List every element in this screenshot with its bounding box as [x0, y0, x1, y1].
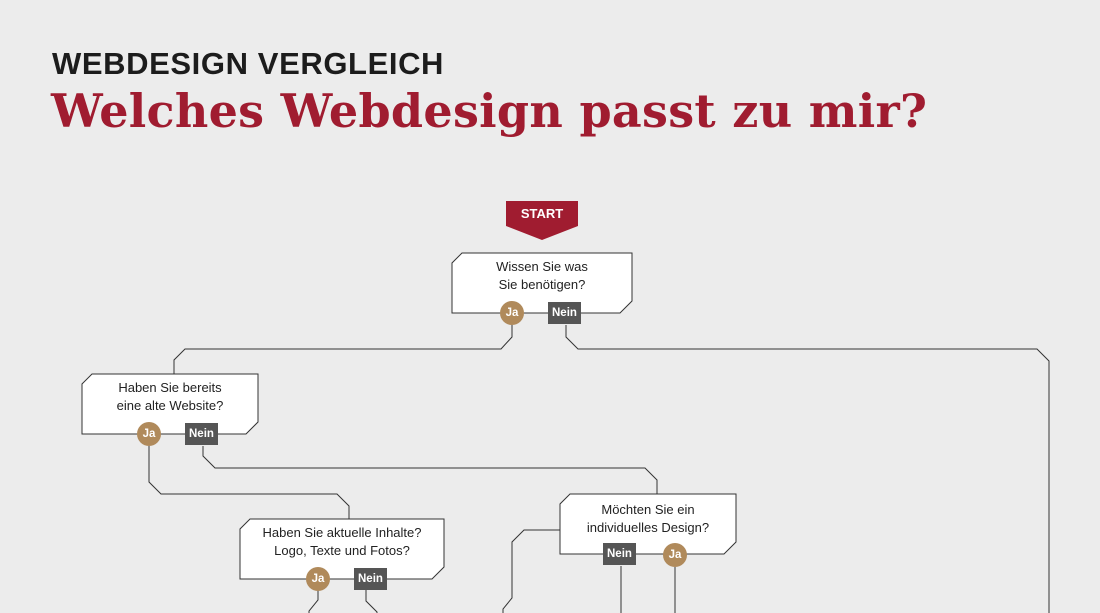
question-line: eine alte Website?: [116, 398, 224, 413]
start-banner: [506, 201, 578, 240]
nein-badge-q2: Nein: [185, 423, 218, 445]
connector-q3-nein: [365, 590, 378, 613]
question-line: Haben Sie aktuelle Inhalte?: [262, 525, 422, 540]
nein-badge-q3: Nein: [354, 568, 387, 590]
connector-q1-ja: [173, 325, 513, 374]
question-box-q2: [81, 373, 259, 435]
question-text-q3: Haben Sie aktuelle Inhalte? Logo, Texte …: [240, 524, 444, 560]
start-label: START: [520, 206, 564, 221]
question-line: Wissen Sie was: [496, 259, 588, 274]
question-line: individuelles Design?: [586, 520, 710, 535]
page-title: Welches Webdesign passt zu mir?: [51, 84, 928, 138]
question-line: Sie benötigen?: [498, 277, 586, 292]
ja-badge-q4: Ja: [663, 543, 687, 567]
question-line: Logo, Texte und Fotos?: [274, 543, 410, 558]
question-box-q4: [559, 493, 737, 555]
ja-badge-q1: Ja: [500, 301, 524, 325]
kicker-heading: WEBDESIGN VERGLEICH: [52, 46, 445, 81]
question-line: Möchten Sie ein: [601, 502, 695, 517]
question-box-q3: [239, 518, 445, 580]
question-text-q1: Wissen Sie was Sie benötigen?: [452, 258, 632, 294]
connector-q3-ja: [308, 590, 319, 613]
connector-q2-ja: [148, 446, 350, 519]
ja-badge-q3: Ja: [306, 567, 330, 591]
connector-q4-left: [502, 529, 560, 613]
question-line: Haben Sie bereits: [118, 380, 222, 395]
question-text-q2: Haben Sie bereits eine alte Website?: [82, 379, 258, 415]
nein-badge-q1: Nein: [548, 302, 581, 324]
nein-badge-q4: Nein: [603, 543, 636, 565]
question-text-q4: Möchten Sie ein individuelles Design?: [560, 501, 736, 537]
connector-q2-nein: [202, 446, 658, 494]
question-box-q1: [451, 252, 633, 314]
ja-badge-q2: Ja: [137, 422, 161, 446]
connector-q1-nein: [565, 325, 1050, 613]
